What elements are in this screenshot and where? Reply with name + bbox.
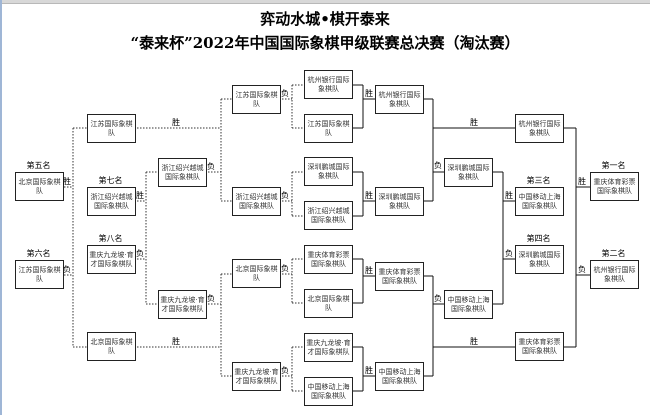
title-line-2: “泰来杯”2022年中国国际象棋甲级联赛总决赛（淘汰赛） [130, 34, 520, 52]
team-box: 江苏国际象棋队 [15, 260, 64, 289]
team-box: 北京国际象棋队 [87, 332, 136, 361]
team-box: 中国移动上海国际象棋队 [444, 290, 493, 319]
team-box: 杭州银行国际象棋队 [375, 85, 424, 114]
loss-label: 负 [281, 366, 289, 375]
team-box: 江苏国际象棋队 [232, 85, 281, 114]
team-box: 重庆体育彩票国际象棋队 [515, 332, 564, 361]
win-label: 胜 [470, 337, 478, 346]
win-label: 胜 [172, 118, 180, 127]
loss-label: 负 [63, 265, 71, 274]
team-box: 中国移动上海国际象棋队 [375, 362, 424, 391]
team-box: 杭州银行国际象棋队 [515, 114, 564, 143]
win-label: 胜 [172, 337, 180, 346]
team-box: 深圳鹏城国际象棋队 [304, 157, 353, 186]
team-box: 重庆九龙坡·育才国际象棋队 [232, 362, 281, 391]
title-line-1: 弈动水城•棋开泰来 [260, 10, 390, 28]
loss-label: 负 [281, 89, 289, 98]
rank-label: 第八名 [98, 234, 123, 243]
win-label: 胜 [470, 118, 478, 127]
win-label: 胜 [365, 366, 373, 375]
loss-label: 负 [136, 249, 144, 258]
team-box: 深圳鹏城国际象棋队 [515, 245, 564, 274]
loss-label: 负 [578, 265, 586, 274]
team-box: 江苏国际象棋队 [304, 114, 353, 143]
team-box: 浙江绍兴越城国际象棋队 [87, 187, 136, 216]
team-box: 重庆九龙坡·育才国际象棋队 [304, 333, 353, 362]
team-box: 重庆九龙坡·育才国际象棋队 [158, 290, 207, 319]
team-box: 深圳鹏城国际象棋队 [375, 187, 424, 216]
team-box: 杭州银行国际象棋队 [304, 70, 353, 99]
rank-label: 第一名 [601, 161, 626, 170]
rank-label: 第七名 [98, 176, 123, 185]
team-box: 中国移动上海国际象棋队 [515, 187, 564, 216]
loss-label: 负 [207, 162, 215, 171]
loss-label: 负 [281, 191, 289, 200]
rank-label: 第四名 [526, 234, 551, 243]
team-box: 杭州银行国际象棋队 [590, 260, 639, 289]
team-box: 浙江绍兴越城国际象棋队 [304, 201, 353, 230]
team-box: 重庆体育彩票国际象棋队 [375, 262, 424, 291]
rank-label: 第二名 [601, 249, 626, 258]
rank-label: 第五名 [26, 161, 51, 170]
team-box: 重庆九龙坡·育才国际象棋队 [87, 245, 136, 274]
team-box: 浙江绍兴越城国际象棋队 [232, 187, 281, 216]
win-label: 胜 [365, 89, 373, 98]
team-box: 重庆体育彩票国际象棋队 [590, 172, 639, 201]
rank-label: 第六名 [26, 249, 51, 258]
win-label: 胜 [365, 191, 373, 200]
win-label: 胜 [365, 266, 373, 275]
rank-label: 第三名 [526, 176, 551, 185]
loss-label: 负 [281, 264, 289, 273]
team-box: 中国移动上海国际象棋队 [304, 377, 353, 406]
team-box: 江苏国际象棋队 [87, 114, 136, 143]
win-label: 胜 [136, 191, 144, 200]
sheet-left-border [0, 0, 2, 415]
team-box: 北京国际象棋队 [15, 172, 64, 201]
loss-label: 负 [505, 249, 513, 258]
team-box: 重庆体育彩票国际象棋队 [304, 245, 353, 274]
sheet-header-bar [0, 0, 650, 4]
win-label: 胜 [505, 191, 513, 200]
team-box: 北京国际象棋队 [232, 259, 281, 288]
team-box: 北京国际象棋队 [304, 289, 353, 318]
loss-label: 负 [434, 161, 442, 170]
loss-label: 负 [434, 294, 442, 303]
loss-label: 负 [207, 294, 215, 303]
team-box: 浙江绍兴越城国际象棋队 [158, 158, 207, 187]
team-box: 深圳鹏城国际象棋队 [444, 158, 493, 187]
win-label: 胜 [63, 177, 71, 186]
win-label: 胜 [578, 177, 586, 186]
